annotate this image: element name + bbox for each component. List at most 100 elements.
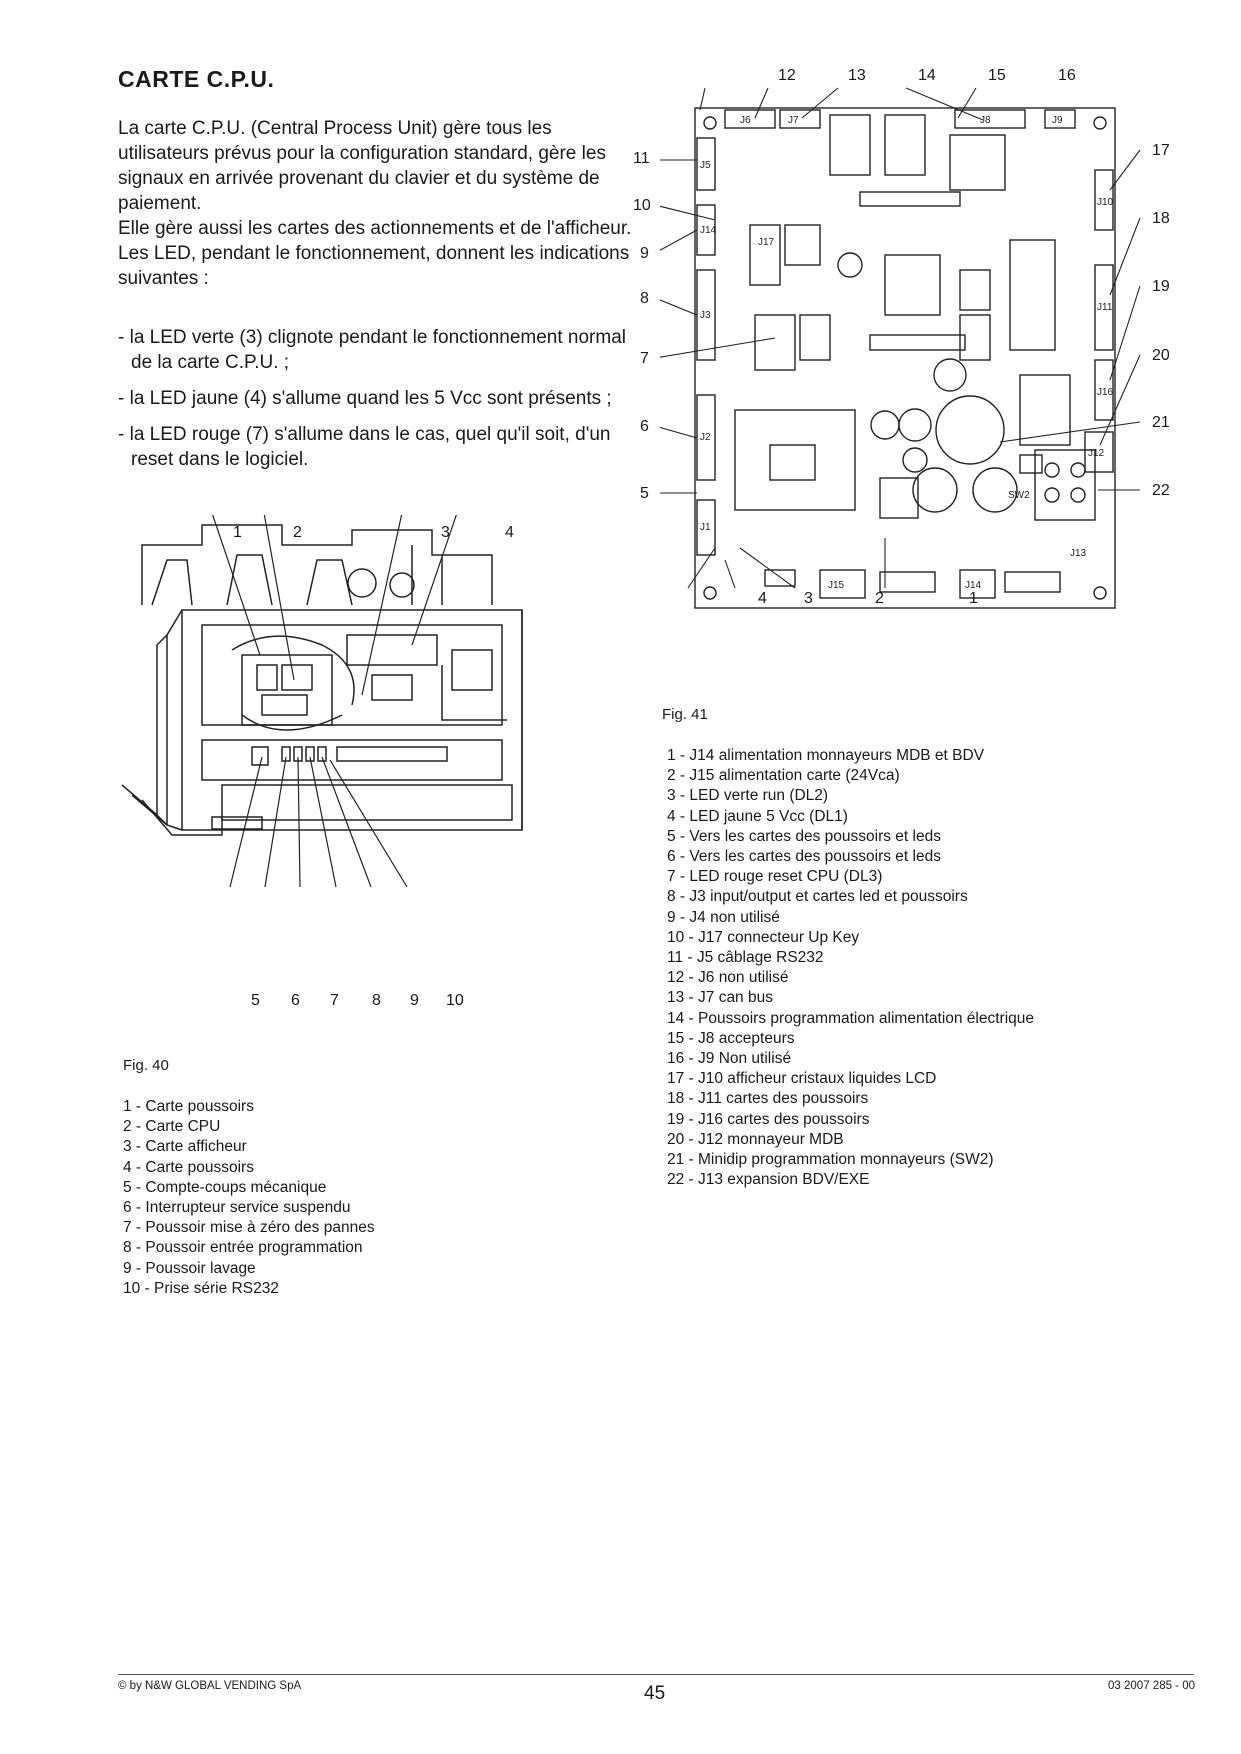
fig40-caption: Fig. 40 [123, 1057, 169, 1074]
legend-item: 6 - Vers les cartes des poussoirs et led… [667, 848, 941, 866]
fig41-callout-7: 7 [640, 350, 649, 367]
legend-item: 3 - Carte afficheur [123, 1138, 247, 1156]
fig40-callout-10: 10 [446, 992, 464, 1009]
legend-item: 10 - J17 connecteur Up Key [667, 928, 860, 946]
legend-item: 21 - Minidip programmation monnayeurs (S… [667, 1151, 994, 1169]
page-title: CARTE C.P.U. [118, 66, 275, 92]
connector-label: J1 [700, 522, 711, 533]
connector-label: J13 [1070, 548, 1087, 559]
legend-item: 13 - J7 can bus [667, 989, 773, 1007]
fig41-callout-15: 15 [988, 67, 1006, 84]
fig41-callout-17: 17 [1152, 142, 1170, 159]
connector-label: J5 [700, 160, 711, 171]
page-number: 45 [644, 1683, 666, 1704]
connector-label: J10 [1097, 197, 1114, 208]
connector-label: J8 [980, 115, 991, 126]
fig40-callout-2: 2 [293, 524, 302, 541]
fig41-callout-8: 8 [640, 290, 649, 307]
fig41-callout-13: 13 [848, 67, 866, 84]
fig40-callout-9: 9 [410, 992, 419, 1009]
legend-item: 20 - J12 monnayeur MDB [667, 1130, 844, 1148]
legend-item: 10 - Prise série RS232 [123, 1279, 279, 1297]
footer-divider [118, 1674, 1194, 1675]
legend-item: 7 - Poussoir mise à zéro des pannes [123, 1219, 375, 1237]
fig40-callout-8: 8 [372, 992, 381, 1009]
fig41-callout-2: 2 [875, 590, 884, 607]
fig41-callout-14: 14 [918, 67, 936, 84]
fig40-callout-5: 5 [251, 992, 260, 1009]
legend-item: 1 - J14 alimentation monnayeurs MDB et B… [667, 747, 985, 764]
fig41-callout-9: 9 [640, 245, 649, 262]
legend-item: 7 - LED rouge reset CPU (DL3) [667, 868, 883, 886]
fig41-callout-5: 5 [640, 485, 649, 502]
connector-label: J9 [1052, 115, 1063, 126]
fig41-callout-20: 20 [1152, 347, 1170, 364]
intro-paragraph: Elle gère aussi les cartes des actionnem… [118, 218, 632, 239]
bullet-led-green: - la LED verte (3) clignote pendant le f… [118, 327, 626, 373]
fig40-callout-3: 3 [441, 524, 450, 541]
legend-item: 16 - J9 Non utilisé [667, 1050, 792, 1068]
fig41-legend: 1 - J14 alimentation monnayeurs MDB et B… [667, 746, 1034, 1190]
fig40-callout-7: 7 [330, 992, 339, 1009]
fig41-callout-21: 21 [1152, 414, 1170, 431]
connector-label: J14 [965, 580, 982, 591]
connector-label: J14 [700, 225, 717, 236]
fig41-callout-6: 6 [640, 418, 649, 435]
legend-item: 12 - J6 non utilisé [667, 969, 789, 987]
legend-item: 4 - LED jaune 5 Vcc (DL1) [667, 807, 848, 825]
fig41-callout-12: 12 [778, 67, 796, 84]
legend-item: 5 - Compte-coups mécanique [123, 1178, 327, 1196]
footer-doc-code: 03 2007 285 - 00 [1108, 1680, 1195, 1692]
connector-label: J15 [828, 580, 845, 591]
legend-item: 18 - J11 cartes des poussoirs [667, 1090, 869, 1108]
legend-item: 2 - Carte CPU [123, 1118, 221, 1136]
fig41-callout-3: 3 [804, 590, 813, 607]
fig41-callout-18: 18 [1152, 210, 1170, 227]
legend-item: 6 - Interrupteur service suspendu [123, 1199, 351, 1217]
fig40-callout-6: 6 [291, 992, 300, 1009]
fig40-legend: 1 - Carte poussoirs 2 - Carte CPU 3 - Ca… [123, 1097, 375, 1299]
connector-label: J12 [1088, 448, 1105, 459]
intro-paragraph: Les LED, pendant le fonctionnement, donn… [118, 243, 630, 289]
fig41-callout-11: 11 [633, 150, 650, 167]
legend-item: 3 - LED verte run (DL2) [667, 787, 829, 805]
fig40-callout-4: 4 [505, 524, 514, 541]
fig41-callout-22: 22 [1152, 482, 1170, 499]
fig41-callout-19: 19 [1152, 278, 1170, 295]
fig41-cpu-board-drawing: J6 J7 J8 J9 J5 J14 J17 J3 J2 J1 J10 J11 … [660, 87, 1141, 609]
bullet-led-red: - la LED rouge (7) s'allume dans le cas,… [118, 424, 611, 470]
fig40-callout-1: 1 [233, 524, 242, 541]
fig41-callout-4: 4 [758, 590, 767, 607]
fig41-callout-1: 1 [969, 590, 978, 607]
connector-label: J2 [700, 432, 711, 443]
legend-item: 1 - Carte poussoirs [123, 1098, 254, 1115]
connector-label: J11 [1097, 302, 1113, 313]
connector-label: SW2 [1008, 490, 1030, 501]
legend-item: 11 - J5 câblage RS232 [667, 949, 824, 967]
fig41-callout-16: 16 [1058, 67, 1076, 84]
connector-label: J3 [700, 310, 711, 321]
legend-item: 8 - Poussoir entrée programmation [123, 1239, 363, 1257]
connector-label: J17 [758, 237, 775, 248]
connector-label: J16 [1097, 387, 1114, 398]
fig41-callout-10: 10 [633, 197, 651, 214]
legend-item: 5 - Vers les cartes des poussoirs et led… [667, 827, 941, 845]
legend-item: 4 - Carte poussoirs [123, 1158, 254, 1176]
intro-text: La carte C.P.U. (Central Process Unit) g… [118, 116, 638, 291]
footer-copyright: © by N&W GLOBAL VENDING SpA [118, 1680, 302, 1692]
fig40-machine-drawing [121, 515, 523, 888]
legend-item: 15 - J8 accepteurs [667, 1029, 795, 1047]
led-bullet-list: - la LED verte (3) clignote pendant le f… [118, 325, 638, 483]
legend-item: 9 - J4 non utilisé [667, 908, 780, 926]
legend-item: 22 - J13 expansion BDV/EXE [667, 1171, 870, 1189]
legend-item: 2 - J15 alimentation carte (24Vca) [667, 767, 900, 785]
intro-paragraph: La carte C.P.U. (Central Process Unit) g… [118, 118, 606, 214]
fig41-caption: Fig. 41 [662, 706, 708, 723]
bullet-led-yellow: - la LED jaune (4) s'allume quand les 5 … [118, 388, 612, 409]
legend-item: 8 - J3 input/output et cartes led et pou… [667, 888, 968, 906]
legend-item: 9 - Poussoir lavage [123, 1259, 256, 1277]
legend-item: 14 - Poussoirs programmation alimentatio… [667, 1009, 1035, 1027]
legend-item: 17 - J10 afficheur cristaux liquides LCD [667, 1070, 937, 1088]
connector-label: J6 [740, 115, 751, 126]
legend-item: 19 - J16 cartes des poussoirs [667, 1110, 870, 1128]
